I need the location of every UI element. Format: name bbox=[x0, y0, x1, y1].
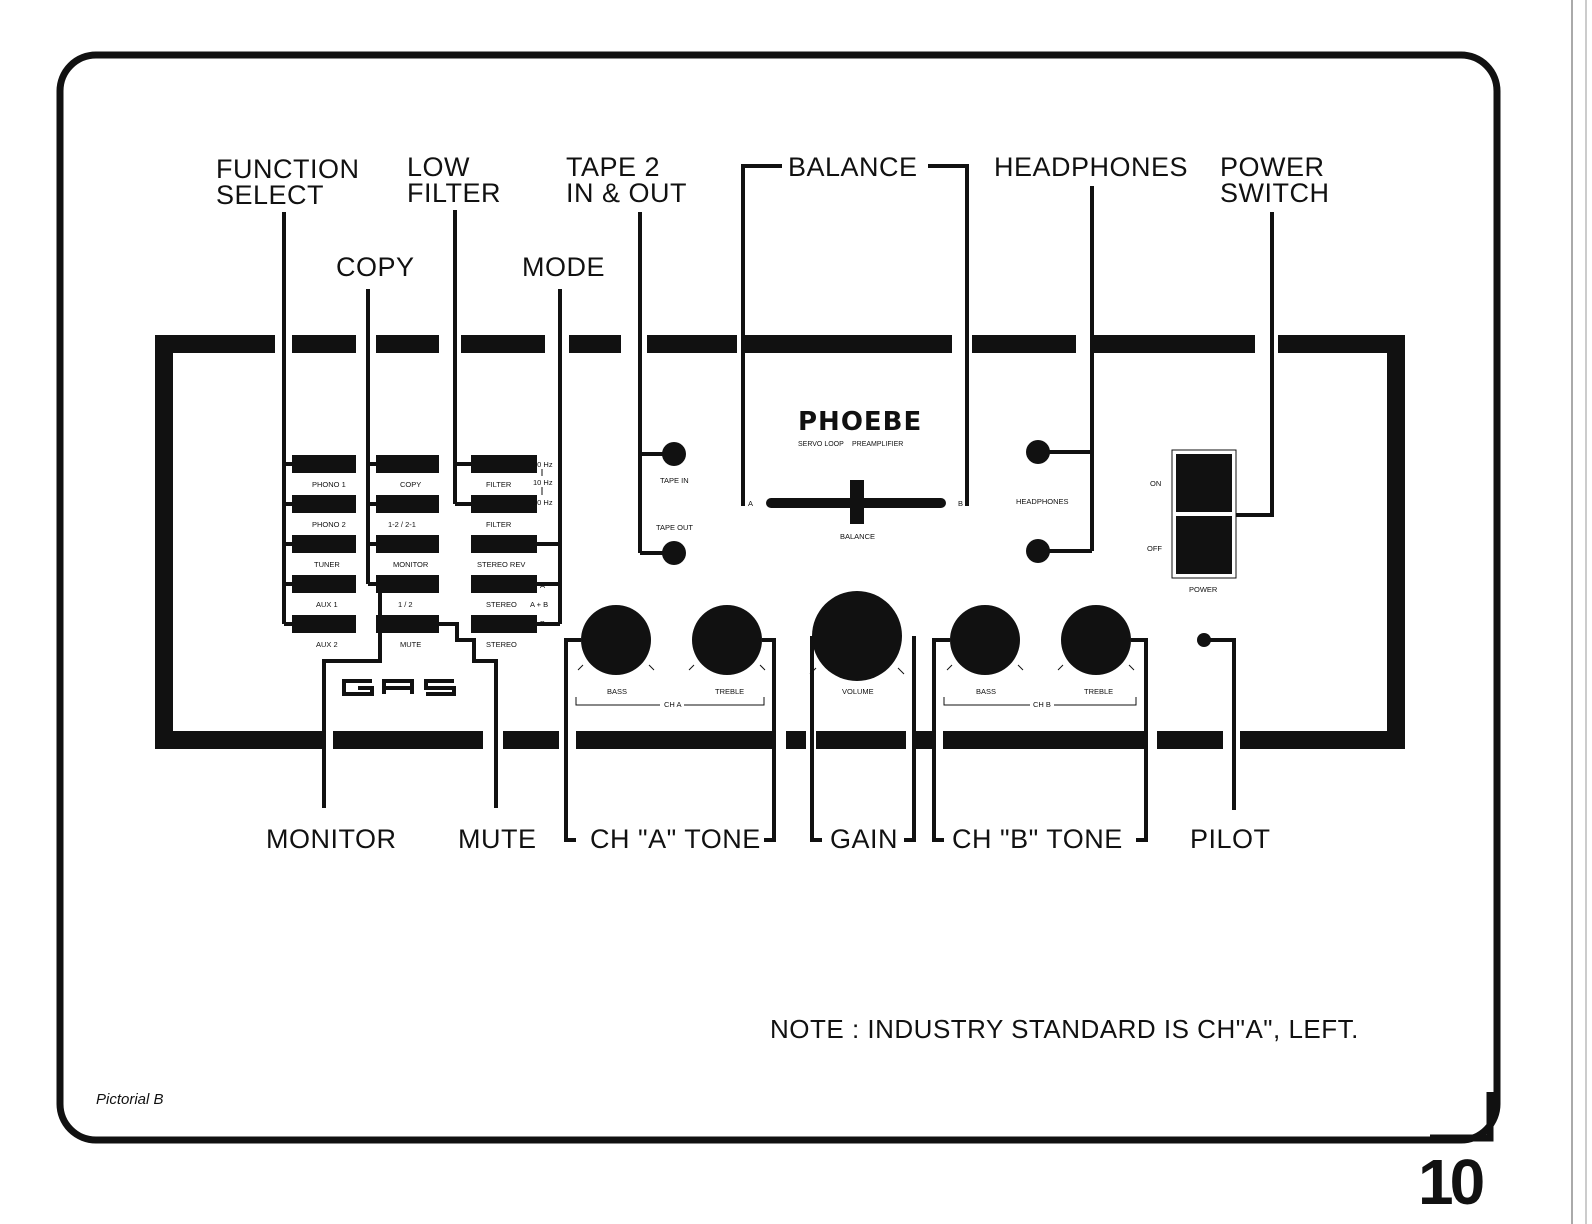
label-balance-a: A bbox=[748, 499, 753, 508]
label-phono1: PHONO 1 bbox=[312, 480, 346, 489]
callout-function-select-l2: SELECT bbox=[216, 180, 324, 210]
label-aux2: AUX 2 bbox=[316, 640, 338, 649]
button-filter-1[interactable] bbox=[471, 455, 537, 473]
label-treble-b: TREBLE bbox=[1084, 687, 1113, 696]
tape-in-jack[interactable] bbox=[662, 442, 686, 466]
callout-low-filter-l1: LOW bbox=[407, 152, 470, 182]
callout-low-filter-l2: FILTER bbox=[407, 178, 501, 208]
label-ch-b: CH B bbox=[1033, 700, 1051, 709]
label-30hz: 30 Hz bbox=[533, 498, 553, 507]
page-number: 10 bbox=[1418, 1146, 1483, 1218]
label-10hz: 10 Hz bbox=[533, 478, 553, 487]
label-volume: VOLUME bbox=[842, 687, 874, 696]
label-power-on: ON bbox=[1150, 479, 1161, 488]
callout-monitor: MONITOR bbox=[266, 824, 397, 854]
label-1-2: 1-2 / 2-1 bbox=[388, 520, 416, 529]
copy-monitor-buttons: COPY 1-2 / 2-1 MONITOR 1 / 2 MUTE bbox=[376, 455, 439, 649]
label-20hz: 20 Hz bbox=[533, 460, 553, 469]
callout-balance: BALANCE bbox=[788, 152, 918, 182]
label-phono2: PHONO 2 bbox=[312, 520, 346, 529]
label-filter-2: FILTER bbox=[486, 520, 512, 529]
function-select-buttons: PHONO 1 PHONO 2 TUNER AUX 1 AUX 2 bbox=[292, 455, 356, 649]
label-monitor: MONITOR bbox=[393, 560, 429, 569]
button-monitor[interactable] bbox=[376, 535, 439, 553]
button-1-2[interactable] bbox=[376, 495, 439, 513]
label-ch-a: CH A bbox=[664, 700, 682, 709]
brand-sub-2: PREAMPLIFIER bbox=[852, 441, 903, 448]
callout-copy: COPY bbox=[336, 252, 415, 282]
label-filter-1: FILTER bbox=[486, 480, 512, 489]
brand-sub-1: SERVO LOOP bbox=[798, 441, 844, 448]
pictorial-caption: Pictorial B bbox=[96, 1091, 164, 1108]
label-bass-b: BASS bbox=[976, 687, 996, 696]
label-stereo-rev: STEREO REV bbox=[477, 560, 525, 569]
callout-gain: GAIN bbox=[830, 824, 898, 854]
label-treble-a: TREBLE bbox=[715, 687, 744, 696]
label-headphones: HEADPHONES bbox=[1016, 497, 1069, 506]
label-tape-in: TAPE IN bbox=[660, 476, 689, 485]
label-balance: BALANCE bbox=[840, 532, 875, 541]
label-mute: MUTE bbox=[400, 640, 421, 649]
label-stereo-1: STEREO bbox=[486, 600, 517, 609]
note-text: NOTE : INDUSTRY STANDARD IS CH"A", LEFT. bbox=[770, 1014, 1359, 1044]
callout-tape2-l1: TAPE 2 bbox=[566, 152, 660, 182]
page-tab bbox=[1430, 1092, 1494, 1142]
callout-mode: MODE bbox=[522, 252, 605, 282]
headphone-jack-1[interactable] bbox=[1026, 440, 1050, 464]
button-tuner[interactable] bbox=[292, 535, 356, 553]
power-on-button[interactable] bbox=[1176, 454, 1232, 512]
button-mute[interactable] bbox=[376, 615, 439, 633]
tape-out-jack[interactable] bbox=[662, 541, 686, 565]
callout-mute: MUTE bbox=[458, 824, 537, 854]
callout-ch-a-tone: CH "A" TONE bbox=[590, 824, 761, 854]
balance-slider[interactable] bbox=[766, 480, 946, 524]
panel-outline bbox=[155, 335, 1405, 749]
label-aux1: AUX 1 bbox=[316, 600, 338, 609]
callout-power-switch-l2: SWITCH bbox=[1220, 178, 1329, 208]
balance-knob[interactable] bbox=[850, 480, 864, 524]
headphone-jack-2[interactable] bbox=[1026, 539, 1050, 563]
bass-a-knob[interactable] bbox=[577, 605, 655, 675]
outer-frame bbox=[56, 51, 1501, 1144]
button-aux2[interactable] bbox=[292, 615, 356, 633]
bass-b-knob[interactable] bbox=[946, 605, 1024, 675]
button-stereo-rev[interactable] bbox=[471, 535, 537, 553]
button-filter-2[interactable] bbox=[471, 495, 537, 513]
label-1-or-2: 1 / 2 bbox=[398, 600, 413, 609]
label-tape-out: TAPE OUT bbox=[656, 523, 693, 532]
button-phono2[interactable] bbox=[292, 495, 356, 513]
callout-pilot: PILOT bbox=[1190, 824, 1271, 854]
label-mode-ab: A + B bbox=[530, 600, 548, 609]
treble-b-knob[interactable] bbox=[1057, 605, 1135, 675]
gas-logo bbox=[342, 679, 456, 696]
label-power-off: OFF bbox=[1147, 544, 1162, 553]
bottom-leader-lines bbox=[322, 582, 1236, 842]
label-power: POWER bbox=[1189, 585, 1218, 594]
button-stereo-1[interactable] bbox=[471, 575, 537, 593]
callout-function-select-l1: FUNCTION bbox=[216, 154, 359, 184]
callout-tape2-l2: IN & OUT bbox=[566, 178, 687, 208]
label-stereo-2: STEREO bbox=[486, 640, 517, 649]
callout-ch-b-tone: CH "B" TONE bbox=[952, 824, 1123, 854]
label-tuner: TUNER bbox=[314, 560, 340, 569]
label-copy: COPY bbox=[400, 480, 421, 489]
label-bass-a: BASS bbox=[607, 687, 627, 696]
button-aux1[interactable] bbox=[292, 575, 356, 593]
button-stereo-2[interactable] bbox=[471, 615, 537, 633]
brand-name: PHOEBE bbox=[798, 407, 922, 437]
power-off-button[interactable] bbox=[1176, 516, 1232, 574]
leader-lines bbox=[282, 164, 1274, 626]
volume-knob[interactable] bbox=[809, 591, 905, 681]
filter-mode-buttons: FILTER FILTER STEREO REV STEREO STEREO 2… bbox=[471, 455, 553, 649]
button-copy[interactable] bbox=[376, 455, 439, 473]
button-1-or-2[interactable] bbox=[376, 575, 439, 593]
treble-a-knob[interactable] bbox=[688, 605, 766, 675]
callout-power-switch-l1: POWER bbox=[1220, 152, 1325, 182]
callout-headphones: HEADPHONES bbox=[994, 152, 1188, 182]
label-balance-b: B bbox=[958, 499, 963, 508]
button-phono1[interactable] bbox=[292, 455, 356, 473]
